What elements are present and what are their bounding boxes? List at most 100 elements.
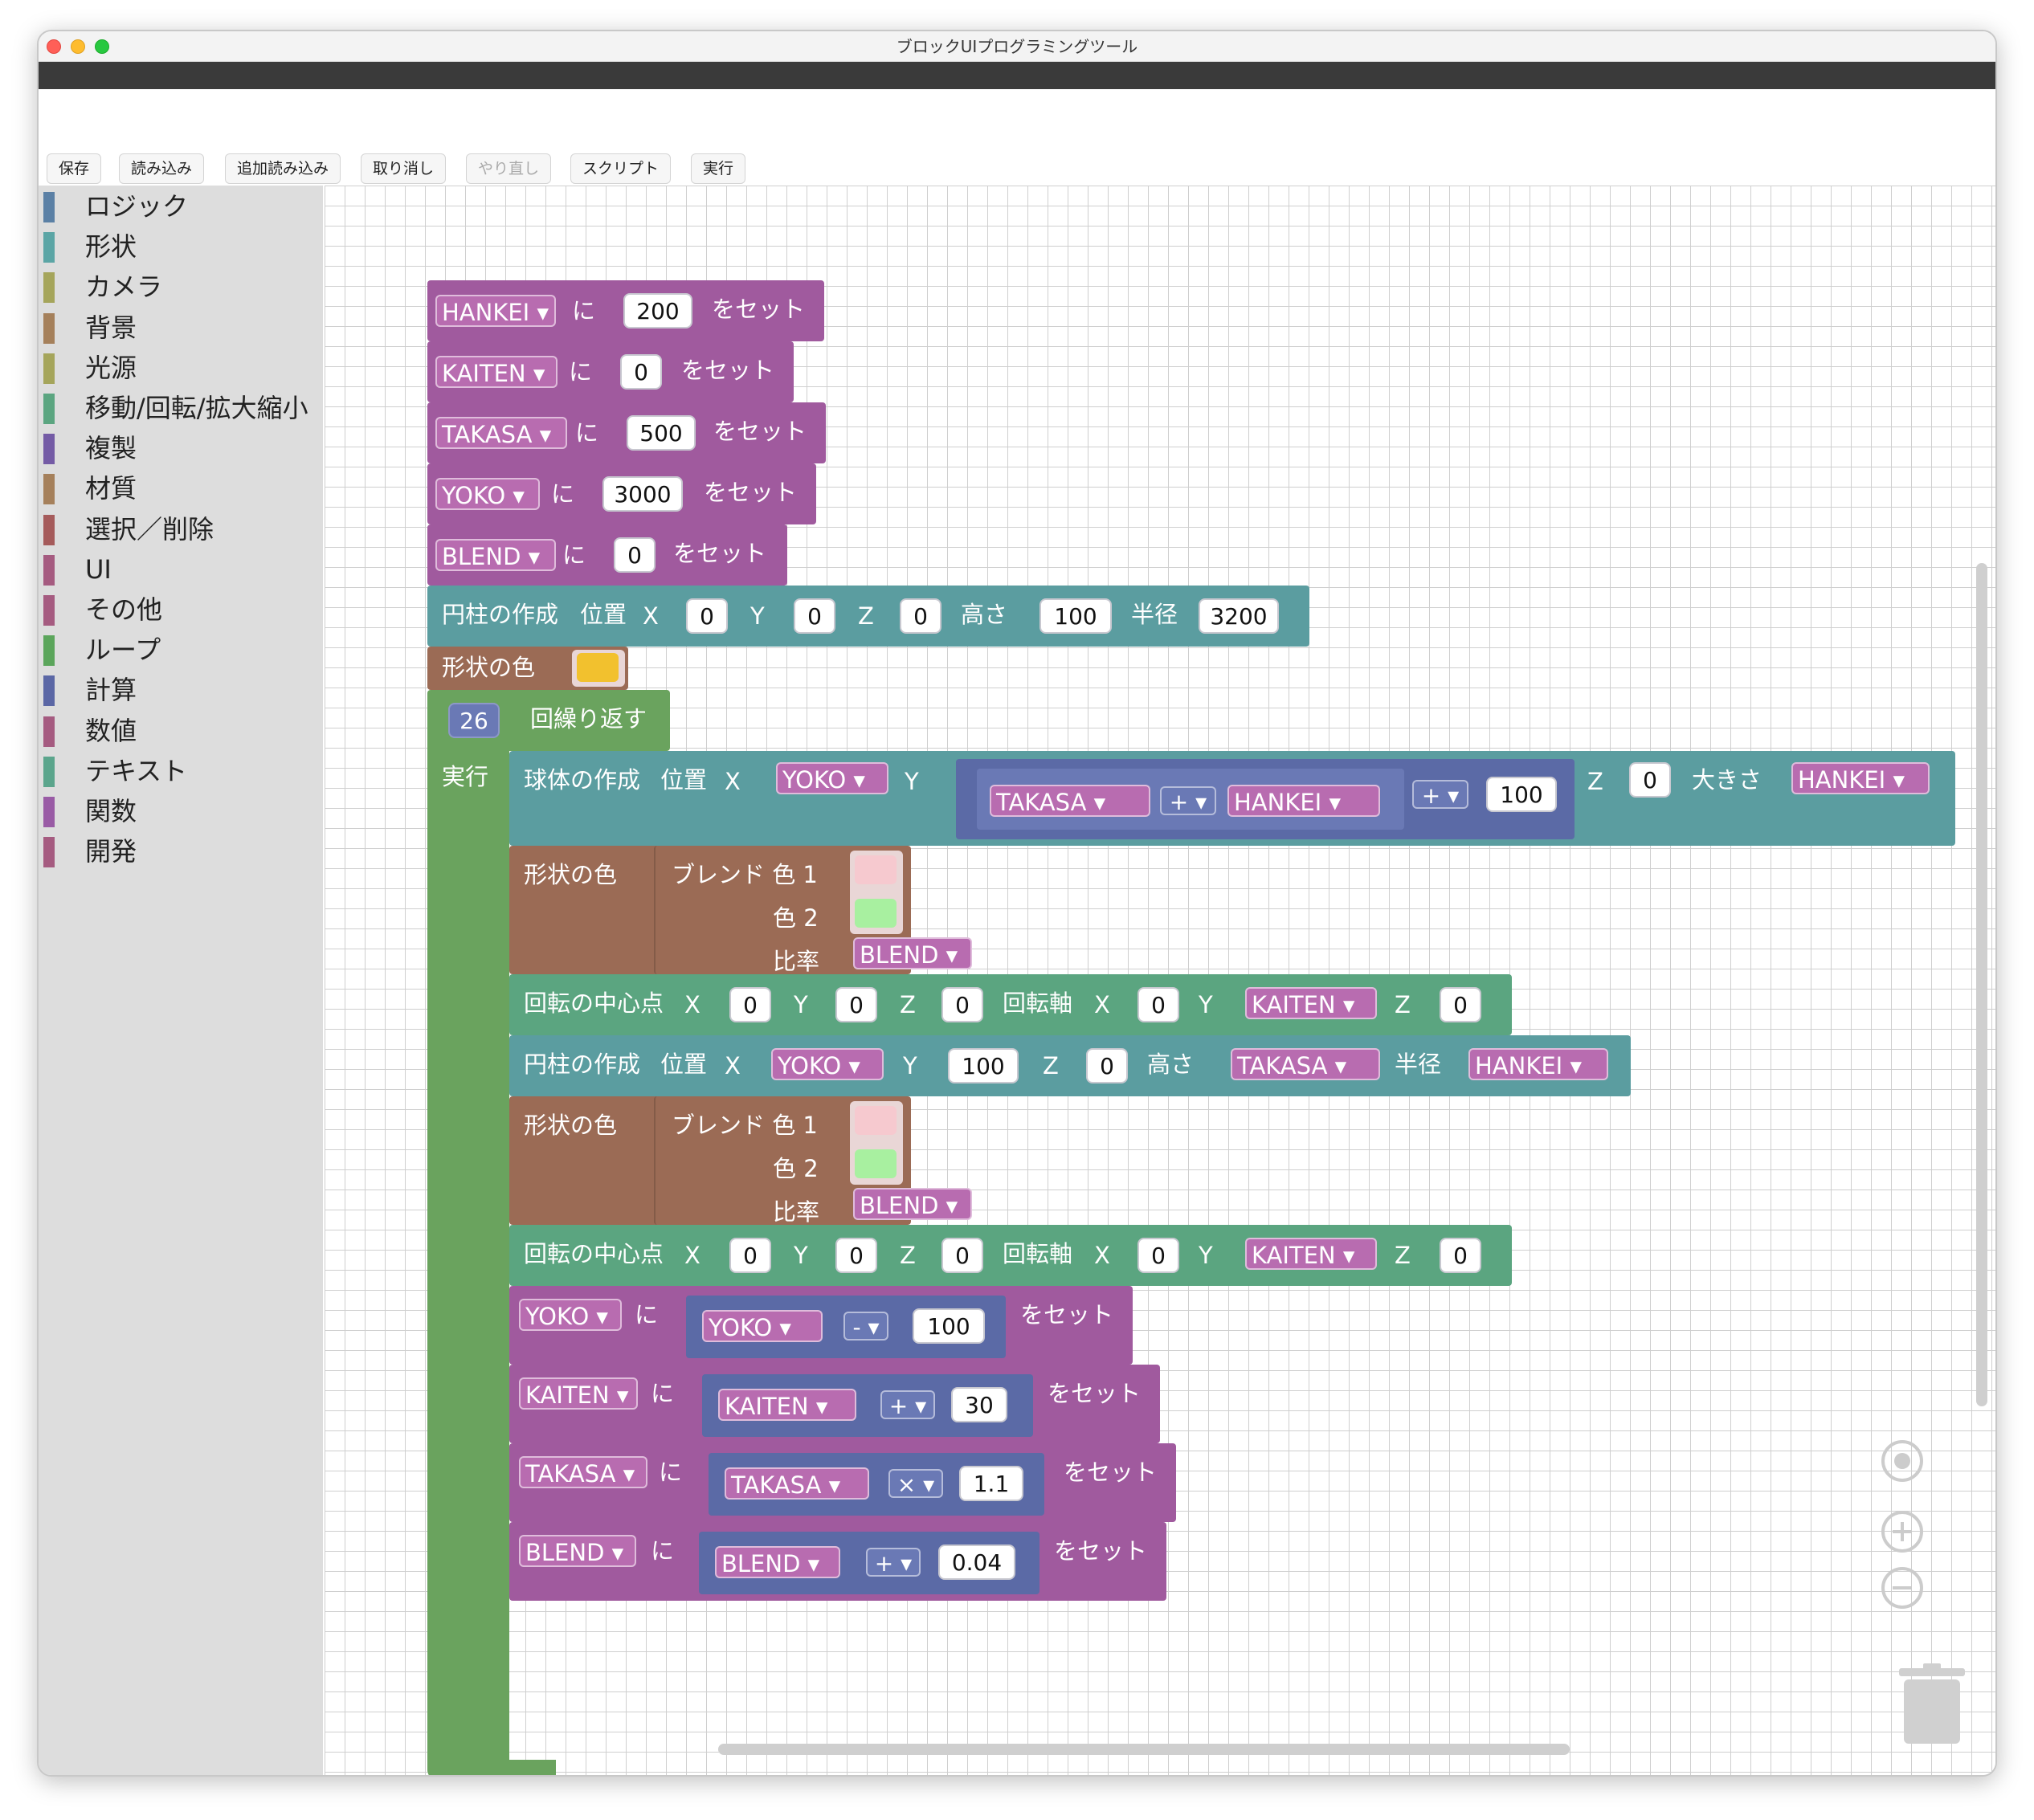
num-field[interactable]: 0: [614, 537, 656, 573]
redo-button[interactable]: やり直し: [466, 153, 552, 184]
category-item[interactable]: 移動/回転/拡大縮小: [39, 390, 323, 426]
var-takasa[interactable]: TAKASA ▾: [435, 417, 567, 449]
num-field[interactable]: 0: [941, 1238, 983, 1273]
math-block[interactable]: KAITEN ▾ + ▾ 30: [702, 1374, 1033, 1437]
var-kaiten[interactable]: KAITEN ▾: [1245, 987, 1377, 1019]
op-plus[interactable]: + ▾: [1160, 786, 1216, 815]
var-hankei[interactable]: HANKEI ▾: [435, 295, 556, 327]
category-item[interactable]: 複製: [39, 431, 323, 466]
color-swatch-pink[interactable]: [855, 855, 897, 884]
num-field[interactable]: 0: [835, 987, 877, 1022]
num-field[interactable]: 0: [900, 598, 941, 634]
category-item[interactable]: ロジック: [39, 189, 323, 224]
op-plus[interactable]: + ▾: [1412, 780, 1468, 809]
num-field[interactable]: 200: [623, 293, 692, 328]
zoom-out-icon[interactable]: [1881, 1567, 1923, 1609]
var-kaiten[interactable]: KAITEN ▾: [435, 356, 558, 388]
num-field[interactable]: 100: [948, 1048, 1019, 1083]
set-kaiten-block[interactable]: KAITEN ▾ に 0 をセット: [427, 341, 794, 402]
num-field[interactable]: 0: [1086, 1048, 1128, 1083]
category-item[interactable]: その他: [39, 592, 323, 627]
load-button[interactable]: 読み込み: [119, 153, 205, 184]
math-block-y[interactable]: TAKASA ▾ + ▾ HANKEI ▾ + ▾ 100: [956, 759, 1575, 839]
num-field[interactable]: 3000: [602, 476, 683, 512]
math-block-inner[interactable]: TAKASA ▾ + ▾ HANKEI ▾: [977, 769, 1404, 830]
num-field[interactable]: 0: [1440, 1238, 1481, 1273]
set-blend-block[interactable]: BLEND ▾ に BLEND ▾ + ▾ 0.04 をセット: [509, 1522, 1166, 1601]
category-item[interactable]: 数値: [39, 713, 323, 749]
num-field[interactable]: 3200: [1199, 598, 1279, 634]
var-hankei[interactable]: HANKEI ▾: [1791, 762, 1930, 794]
category-item[interactable]: 材質: [39, 471, 323, 506]
var-takasa[interactable]: TAKASA ▾: [1231, 1048, 1380, 1080]
create-sphere-block[interactable]: 球体の作成 位置 X YOKO ▾ Y TAKASA ▾ + ▾ HANKEI …: [509, 751, 1955, 846]
var-yoko[interactable]: YOKO ▾: [435, 478, 540, 510]
set-blend-block[interactable]: BLEND ▾ に 0 をセット: [427, 524, 787, 586]
num-field[interactable]: 0: [1137, 987, 1179, 1022]
save-button[interactable]: 保存: [47, 153, 102, 184]
set-takasa-block[interactable]: TAKASA ▾ に 500 をセット: [427, 402, 826, 463]
undo-button[interactable]: 取り消し: [361, 153, 447, 184]
num-field[interactable]: 0: [729, 1238, 771, 1273]
category-item[interactable]: 光源: [39, 350, 323, 386]
var-kaiten[interactable]: KAITEN ▾: [1245, 1238, 1377, 1270]
close-button[interactable]: [47, 39, 61, 54]
var-blend[interactable]: BLEND ▾: [519, 1535, 636, 1567]
load-add-button[interactable]: 追加読み込み: [225, 153, 341, 184]
op-plus[interactable]: + ▾: [880, 1390, 935, 1419]
set-yoko-block[interactable]: YOKO ▾ に YOKO ▾ - ▾ 100 をセット: [509, 1286, 1133, 1365]
var-blend[interactable]: BLEND ▾: [853, 1188, 972, 1220]
num-field[interactable]: 0: [686, 598, 728, 634]
num-field[interactable]: 0: [620, 354, 662, 390]
num-field[interactable]: 0: [835, 1238, 877, 1273]
category-item[interactable]: 関数: [39, 794, 323, 829]
recenter-icon[interactable]: [1881, 1440, 1923, 1482]
var-yoko[interactable]: YOKO ▾: [771, 1048, 884, 1080]
vertical-scrollbar[interactable]: [1976, 563, 1987, 1406]
var-kaiten[interactable]: KAITEN ▾: [519, 1377, 638, 1410]
num-field[interactable]: 100: [913, 1308, 985, 1344]
var-yoko[interactable]: YOKO ▾: [776, 762, 888, 794]
color-swatch-green[interactable]: [855, 1149, 897, 1178]
num-field[interactable]: 100: [1486, 777, 1557, 812]
op-plus[interactable]: + ▾: [866, 1548, 921, 1577]
set-hankei-block[interactable]: HANKEI ▾ に 200 をセット: [427, 280, 824, 341]
shape-color-block[interactable]: 形状の色: [427, 647, 628, 690]
minimize-button[interactable]: [71, 39, 85, 54]
var-takasa[interactable]: TAKASA ▾: [725, 1467, 869, 1500]
num-field[interactable]: 0: [1629, 762, 1671, 798]
num-field[interactable]: 0: [941, 987, 983, 1022]
var-hankei[interactable]: HANKEI ▾: [1468, 1048, 1608, 1080]
category-item[interactable]: 選択／削除: [39, 512, 323, 547]
var-takasa[interactable]: TAKASA ▾: [519, 1456, 647, 1488]
color-field[interactable]: [572, 650, 625, 687]
shape-color-blend-block[interactable]: 形状の色 ブレンド 色 1 色 2 比率 BLEND ▾: [509, 1096, 972, 1226]
zoom-button[interactable]: [95, 39, 109, 54]
var-blend[interactable]: BLEND ▾: [853, 937, 972, 969]
var-yoko[interactable]: YOKO ▾: [519, 1299, 622, 1331]
var-takasa[interactable]: TAKASA ▾: [990, 785, 1150, 817]
math-block[interactable]: YOKO ▾ - ▾ 100: [686, 1296, 1006, 1358]
script-button[interactable]: スクリプト: [570, 153, 672, 184]
trash-icon[interactable]: [1899, 1663, 1965, 1744]
color-swatch-green[interactable]: [855, 899, 897, 928]
block-workspace[interactable]: HANKEI ▾ に 200 をセット KAITEN ▾ に 0 をセット TA…: [325, 186, 1995, 1775]
var-yoko[interactable]: YOKO ▾: [702, 1310, 823, 1342]
math-block[interactable]: TAKASA ▾ × ▾ 1.1: [709, 1453, 1044, 1516]
var-hankei[interactable]: HANKEI ▾: [1227, 785, 1380, 817]
op-times[interactable]: × ▾: [888, 1469, 943, 1498]
math-block[interactable]: BLEND ▾ + ▾ 0.04: [699, 1532, 1039, 1594]
num-field[interactable]: 0: [1440, 987, 1481, 1022]
category-item[interactable]: カメラ: [39, 269, 323, 304]
rotation-center-block[interactable]: 回転の中心点 X 0 Y 0 Z 0 回転軸 X 0 Y KAITEN ▾ Z …: [509, 1225, 1512, 1286]
create-cylinder-block[interactable]: 円柱の作成 位置 X 0 Y 0 Z 0 高さ 100 半径 3200: [427, 586, 1309, 647]
category-item[interactable]: UI: [39, 552, 323, 587]
category-item[interactable]: 開発: [39, 834, 323, 869]
set-kaiten-block[interactable]: KAITEN ▾ に KAITEN ▾ + ▾ 30 をセット: [509, 1365, 1160, 1443]
num-field[interactable]: 0: [794, 598, 835, 634]
repeat-block[interactable]: 26 回繰り返す: [427, 690, 670, 751]
color-swatch-yellow[interactable]: [577, 653, 619, 682]
var-blend[interactable]: BLEND ▾: [715, 1546, 840, 1578]
category-item[interactable]: 形状: [39, 229, 323, 264]
num-field[interactable]: 500: [627, 415, 696, 451]
